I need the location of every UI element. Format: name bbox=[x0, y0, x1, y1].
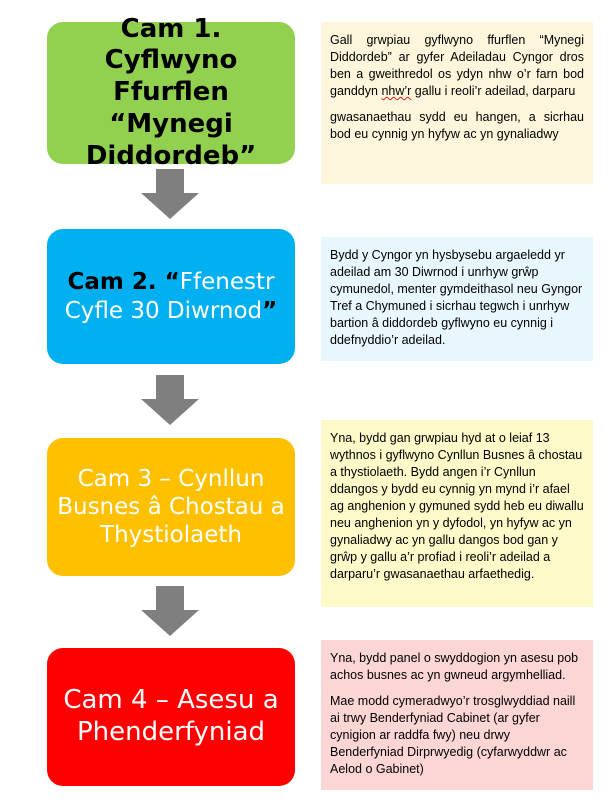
down-arrow-icon bbox=[141, 375, 199, 425]
stage-1-note-para-2: gwasanaethau sydd eu hangen, a sicrhau b… bbox=[330, 110, 584, 141]
stage-3-line-2: Busnes â Chostau a bbox=[57, 493, 285, 520]
stage-2-box: Cam 2. “Ffenestr Cyfle 30 Diwrnod” bbox=[47, 229, 295, 364]
stage-1-note-para-1: Gall grwpiau gyflwyno ffurflen “Mynegi D… bbox=[330, 32, 584, 100]
stage-4-line-1: Cam 4 – Asesu a bbox=[63, 685, 279, 716]
stage-1-line-2: Ffurflen “Mynegi bbox=[109, 77, 233, 139]
stage-4-title: Cam 4 – Asesu a Phenderfyniad bbox=[63, 685, 278, 748]
stage-2-note: Bydd y Cyngor yn hysbysebu argaeledd yr … bbox=[321, 237, 593, 361]
stage-1-line-3: Diddordeb” bbox=[85, 140, 257, 171]
stage-3-note: Yna, bydd gan grwpiau hyd at o leiaf 13 … bbox=[321, 420, 593, 607]
stage-2-prefix: Cam 2. “ bbox=[67, 269, 180, 296]
stage-1-box: Cam 1. Cyflwyno Ffurflen “Mynegi Diddord… bbox=[47, 14, 295, 171]
stage-1-title: Cam 1. Cyflwyno Ffurflen “Mynegi Diddord… bbox=[57, 14, 285, 173]
down-arrow-icon bbox=[141, 169, 199, 219]
stage-4-note-para-2: Mae modd cymeradwyo’r trosglwyddiad nail… bbox=[330, 694, 576, 776]
stage-3-box: Cam 3 – Cynllun Busnes â Chostau a Thyst… bbox=[47, 438, 295, 576]
stage-1-note-text-b: gallu i reoli’r adeilad, darparu bbox=[411, 84, 576, 98]
stage-2-highlight-1: Ffenestr bbox=[179, 269, 275, 296]
down-arrow-icon bbox=[141, 586, 199, 636]
stage-4-note-para-1: Yna, bydd panel o swyddogion yn asesu po… bbox=[330, 651, 579, 682]
stage-2-title: Cam 2. “Ffenestr Cyfle 30 Diwrnod” bbox=[65, 268, 278, 324]
stage-2-suffix: ” bbox=[262, 297, 278, 324]
stage-2-highlight-2: Cyfle 30 Diwrnod bbox=[64, 297, 263, 324]
stage-3-line-3: Thystiolaeth bbox=[100, 522, 242, 549]
stage-1-note-spellcheck-word: nhw’r bbox=[381, 84, 412, 98]
stage-1-note: Gall grwpiau gyflwyno ffurflen “Mynegi D… bbox=[321, 22, 593, 184]
stage-4-note: Yna, bydd panel o swyddogion yn asesu po… bbox=[321, 640, 593, 790]
stage-4-box: Cam 4 – Asesu a Phenderfyniad bbox=[47, 648, 295, 786]
stage-1-note-text-a: Gall grwpiau gyflwyno ffurflen “Mynegi D… bbox=[330, 33, 584, 98]
stage-3-line-1: Cam 3 – Cynllun bbox=[77, 465, 265, 492]
stage-3-note-para-1: Yna, bydd gan grwpiau hyd at o leiaf 13 … bbox=[330, 431, 584, 581]
stage-4-line-2: Phenderfyniad bbox=[76, 717, 266, 747]
stage-3-title: Cam 3 – Cynllun Busnes â Chostau a Thyst… bbox=[57, 465, 285, 549]
stage-2-note-para-1: Bydd y Cyngor yn hysbysebu argaeledd yr … bbox=[330, 248, 583, 347]
stage-1-line-1: Cam 1. Cyflwyno bbox=[104, 13, 238, 76]
